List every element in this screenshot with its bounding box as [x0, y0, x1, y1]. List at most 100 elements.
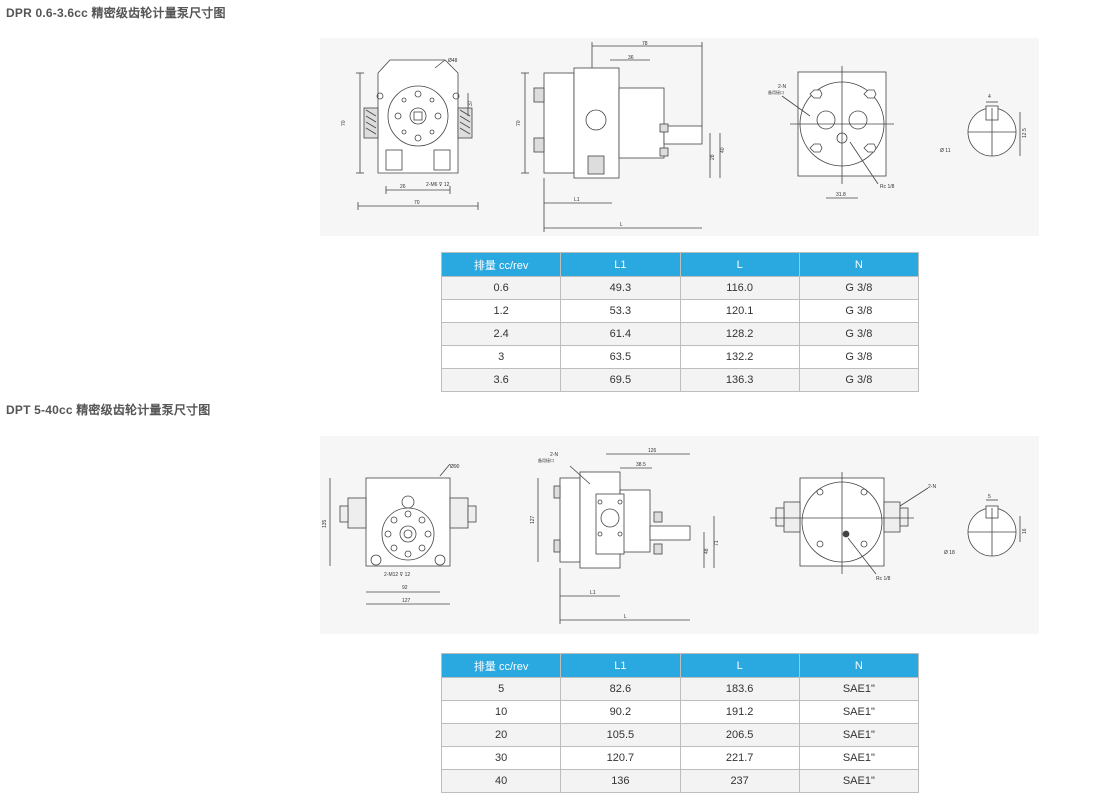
cell-n: G 3/8 — [798, 322, 920, 346]
header-displacement: 排量 cc/rev — [440, 653, 562, 678]
dpr-spec-table: 排量 cc/rev L1 L N 0.6 49.3 116.0 G 3/8 1.… — [440, 252, 920, 392]
section-title-dpt: DPT 5-40cc 精密级齿轮计量泵尺寸图 — [6, 403, 211, 417]
dpt-back-port: 2-N — [928, 484, 936, 490]
cell-displacement: 3.6 — [440, 368, 562, 392]
dpr-side-mid: 36 — [628, 55, 634, 61]
dpr-side-top: 78 — [642, 41, 648, 47]
dpt-side-r1: 71 — [714, 540, 720, 546]
cell-l: 116.0 — [679, 276, 800, 300]
cell-l: 132.2 — [679, 345, 800, 369]
dpt-side-port: 2-N — [550, 452, 558, 458]
cell-l1: 82.6 — [560, 677, 681, 701]
cell-l: 206.5 — [679, 723, 800, 747]
dpr-front-inner-width: 26 — [400, 184, 406, 190]
table-header-row: 排量 cc/rev L1 L N — [440, 653, 920, 678]
cell-l: 183.6 — [679, 677, 800, 701]
dpt-shaft-view — [967, 499, 1021, 557]
cell-n: SAE1" — [798, 746, 920, 770]
cell-l1: 105.5 — [560, 723, 681, 747]
dpr-back-port: 2-N — [778, 84, 786, 90]
table-row: 40 136 237 SAE1" — [440, 769, 920, 793]
cell-n: G 3/8 — [798, 345, 920, 369]
dpt-side-mid: 38.5 — [636, 462, 646, 468]
dpr-shaft-key: 4 — [988, 94, 991, 100]
dpr-side-r1: 40 — [720, 147, 726, 153]
cell-displacement: 1.2 — [440, 299, 562, 323]
cell-displacement: 0.6 — [440, 276, 562, 300]
cell-l: 128.2 — [679, 322, 800, 346]
cell-l: 221.7 — [679, 746, 800, 770]
table-row: 10 90.2 191.2 SAE1" — [440, 700, 920, 724]
cell-l: 136.3 — [679, 368, 800, 392]
dpr-side-view — [521, 42, 721, 232]
cell-displacement: 40 — [440, 769, 562, 793]
table-row: 2.4 61.4 128.2 G 3/8 — [440, 322, 920, 346]
header-l1: L1 — [560, 252, 681, 277]
dpr-front-diameter: Ø48 — [448, 58, 458, 64]
cell-displacement: 30 — [440, 746, 562, 770]
table-row: 30 120.7 221.7 SAE1" — [440, 746, 920, 770]
cell-l: 120.1 — [679, 299, 800, 323]
header-n: N — [798, 653, 920, 678]
cell-n: G 3/8 — [798, 368, 920, 392]
dpt-side-port-sub: 备用接口 — [538, 457, 554, 463]
section-title-dpr: DPR 0.6-3.6cc 精密级齿轮计量泵尺寸图 — [6, 6, 226, 20]
cell-displacement: 5 — [440, 677, 562, 701]
dpt-side-r2: 48 — [704, 548, 710, 554]
cell-l1: 61.4 — [560, 322, 681, 346]
dpr-side-l: L — [620, 222, 623, 228]
dpt-side-view — [537, 453, 715, 624]
dpt-spec-table: 排量 cc/rev L1 L N 5 82.6 183.6 SAE1" 10 9… — [440, 653, 920, 793]
cell-displacement: 20 — [440, 723, 562, 747]
table-row: 1.2 53.3 120.1 G 3/8 — [440, 299, 920, 323]
header-n: N — [798, 252, 920, 277]
dpr-back-port-sub: 备用接口 — [768, 89, 784, 95]
dpr-dimension-drawing: 70 Ø48 37 26 2-M6 ⊽ 12 70 — [320, 38, 1039, 236]
cell-displacement: 3 — [440, 345, 562, 369]
cell-n: SAE1" — [798, 723, 920, 747]
dpt-front-inner-width: 92 — [402, 585, 408, 591]
dpr-drawing-svg: 70 Ø48 37 26 2-M6 ⊽ 12 70 — [341, 41, 1028, 232]
dpt-front-hole: 2-M12 ⊽ 12 — [384, 572, 410, 578]
dpr-front-side: 37 — [468, 100, 474, 106]
header-l: L — [679, 653, 800, 678]
dpr-front-total-width: 70 — [414, 200, 420, 206]
dpt-back-view — [770, 472, 929, 575]
cell-n: SAE1" — [798, 677, 920, 701]
dpt-drawing-svg: 135 Ø90 2-M12 ⊽ 12 92 127 — [322, 448, 1028, 624]
dpt-shaft-key: 5 — [988, 494, 991, 500]
cell-l: 191.2 — [679, 700, 800, 724]
header-l: L — [679, 252, 800, 277]
table-row: 0.6 49.3 116.0 G 3/8 — [440, 276, 920, 300]
cell-displacement: 2.4 — [440, 322, 562, 346]
cell-n: SAE1" — [798, 769, 920, 793]
header-displacement: 排量 cc/rev — [440, 252, 562, 277]
cell-l1: 49.3 — [560, 276, 681, 300]
dpt-front-total-width: 127 — [402, 598, 411, 604]
dpt-shaft-dia: Ø 18 — [944, 550, 955, 556]
dpr-shaft-height: 12.5 — [1022, 128, 1028, 138]
dpt-front-view — [329, 463, 477, 605]
cell-l1: 69.5 — [560, 368, 681, 392]
dpr-side-height: 70 — [516, 120, 522, 126]
dpt-side-height: 127 — [530, 515, 536, 524]
dpt-front-height: 135 — [322, 519, 328, 528]
dpr-shaft-dia: Ø 11 — [940, 148, 951, 154]
dpr-back-rc: Rc 1/8 — [880, 184, 895, 190]
cell-n: G 3/8 — [798, 299, 920, 323]
table-row: 20 105.5 206.5 SAE1" — [440, 723, 920, 747]
cell-l1: 90.2 — [560, 700, 681, 724]
cell-l1: 63.5 — [560, 345, 681, 369]
dpt-dimension-drawing: 135 Ø90 2-M12 ⊽ 12 92 127 — [320, 436, 1039, 634]
table-header-row: 排量 cc/rev L1 L N — [440, 252, 920, 277]
dpt-shaft-height: 16 — [1022, 528, 1028, 534]
dpt-front-diameter: Ø90 — [450, 464, 460, 470]
dpr-back-view — [781, 66, 894, 199]
dpr-front-view — [356, 59, 479, 210]
table-row: 3 63.5 132.2 G 3/8 — [440, 345, 920, 369]
cell-l1: 136 — [560, 769, 681, 793]
header-l1: L1 — [560, 653, 681, 678]
cell-l1: 53.3 — [560, 299, 681, 323]
table-row: 3.6 69.5 136.3 G 3/8 — [440, 368, 920, 392]
dpr-side-r2: 28 — [710, 154, 716, 160]
